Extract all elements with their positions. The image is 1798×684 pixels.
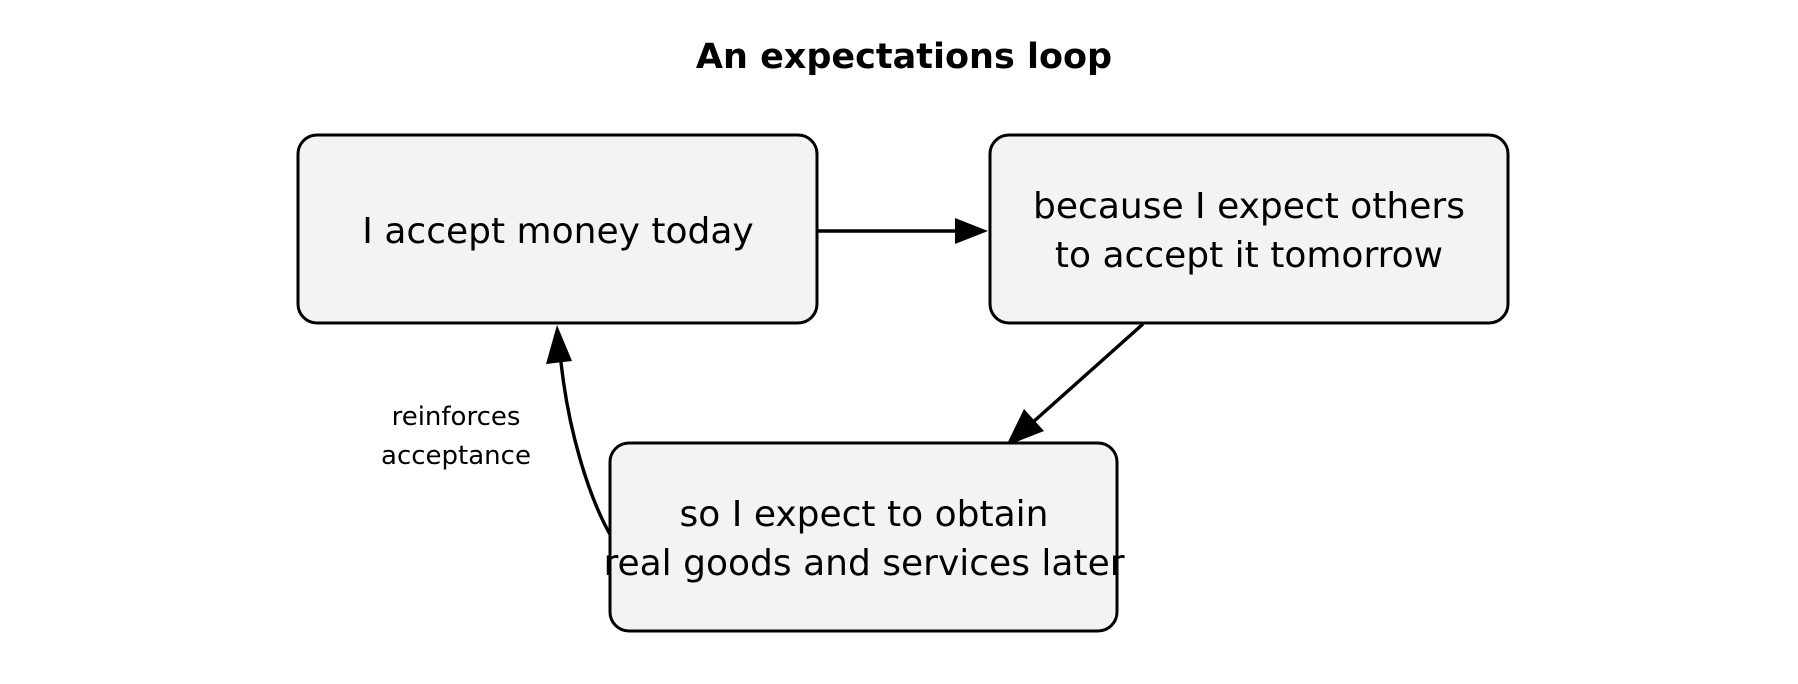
node-accept-money-today-box[interactable] (296, 133, 819, 325)
node-accept-money-today-label: I accept money today (362, 211, 753, 252)
node-expect-others-accept-label-line-1: because I expect others (1033, 186, 1465, 227)
edge-expect-to-obtain (1006, 322, 1145, 446)
edge-expect-to-obtain-line (1021, 322, 1145, 433)
node-obtain-goods-services-box[interactable] (608, 441, 1119, 633)
node-obtain-goods-services[interactable]: so I expect to obtain real goods and ser… (603, 441, 1125, 633)
edge-label-line-1: reinforces (392, 402, 521, 432)
edge-accept-to-expect (818, 218, 988, 244)
node-expect-others-accept-box[interactable] (988, 133, 1510, 325)
edge-obtain-to-accept-line (558, 351, 613, 537)
arrow-head-icon (955, 218, 988, 244)
edge-obtain-to-accept: reinforces acceptance (381, 325, 613, 537)
arrow-head-icon (546, 325, 572, 364)
node-expect-others-accept-label-line-2: to accept it tomorrow (1055, 235, 1443, 276)
arrow-head-icon (1006, 409, 1044, 446)
node-accept-money-today[interactable]: I accept money today (296, 133, 819, 325)
node-obtain-goods-services-label-line-2: real goods and services later (603, 543, 1124, 584)
edge-label-line-2: acceptance (381, 441, 531, 471)
page-title: An expectations loop (696, 37, 1112, 77)
node-expect-others-accept[interactable]: because I expect others to accept it tom… (988, 133, 1510, 325)
node-obtain-goods-services-label-line-1: so I expect to obtain (680, 494, 1049, 535)
